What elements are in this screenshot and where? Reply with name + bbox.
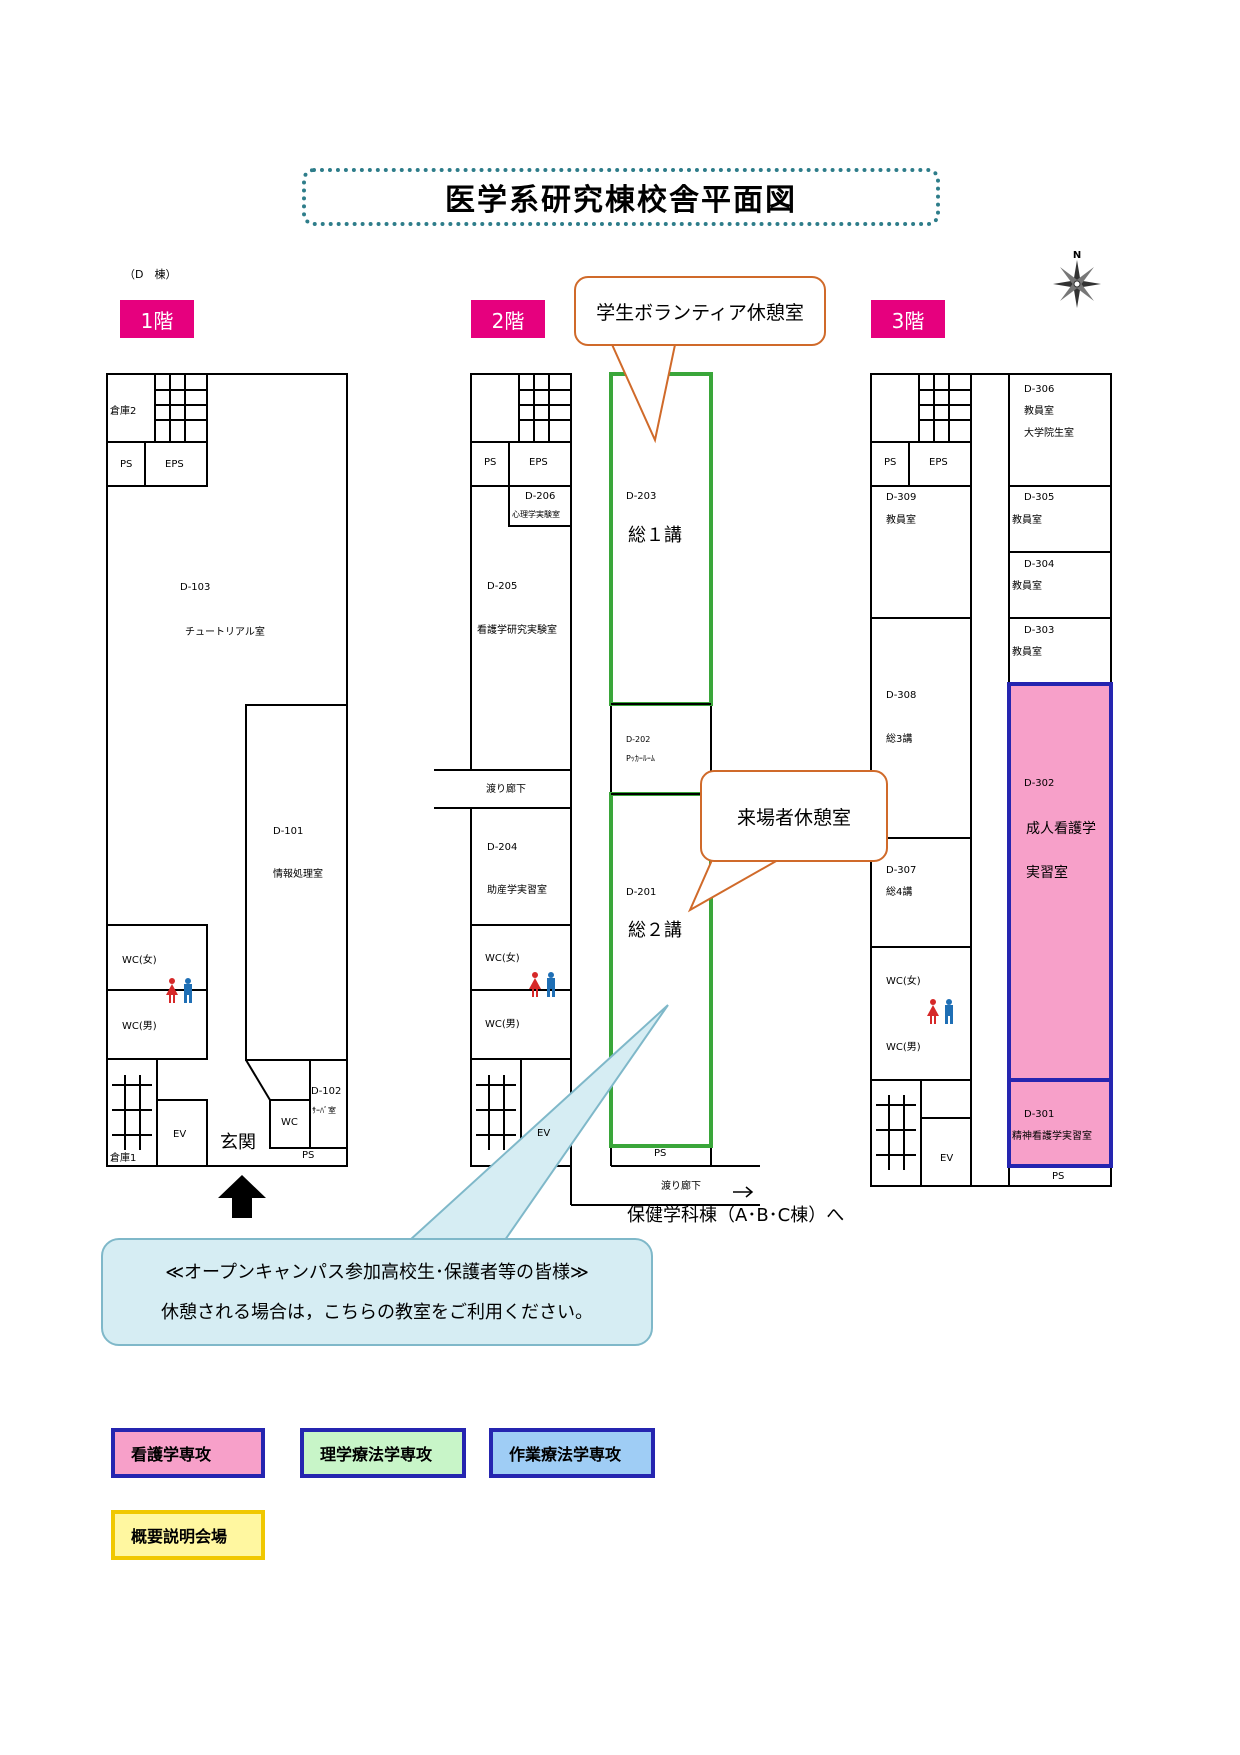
room-d205-name: 看護学研究実験室 bbox=[477, 625, 557, 636]
page-title: 医学系研究棟校舎平面図 bbox=[302, 168, 940, 226]
room-d206-name: 心理学実験室 bbox=[512, 510, 560, 519]
room-eps: EPS bbox=[529, 457, 548, 468]
legend-briefing-venue: 概要説明会場 bbox=[111, 1510, 265, 1560]
room-wc-male: WC(男) bbox=[122, 1021, 157, 1032]
restroom-icon bbox=[166, 978, 192, 1003]
room-d101-name: 情報処理室 bbox=[273, 869, 323, 880]
room-d204-name: 助産学実習室 bbox=[487, 885, 547, 896]
compass-rose-icon: N bbox=[1053, 250, 1101, 308]
legend-occupational-therapy: 作業療法学専攻 bbox=[489, 1428, 655, 1478]
room-ps-2: PS bbox=[302, 1150, 315, 1161]
room-d101-number: D-101 bbox=[273, 826, 304, 837]
room-d206-number: D-206 bbox=[525, 491, 556, 502]
corridor-label: 渡り廊下 bbox=[486, 784, 526, 795]
callout-visitor-lounge: 来場者休憩室 bbox=[700, 770, 888, 862]
room-wc-female: WC(女) bbox=[886, 976, 921, 987]
room-ps-2: PS bbox=[654, 1148, 667, 1159]
room-d203-number: D-203 bbox=[626, 491, 657, 502]
room-wc-male: WC(男) bbox=[485, 1019, 520, 1030]
room-d308-name: 総3講 bbox=[886, 734, 913, 745]
room-eps: EPS bbox=[165, 459, 184, 470]
room-d103-number: D-103 bbox=[180, 582, 211, 593]
room-d201-number: D-201 bbox=[626, 887, 657, 898]
room-d301-number: D-301 bbox=[1024, 1109, 1055, 1120]
room-d306-number: D-306 bbox=[1024, 384, 1055, 395]
room-wc: WC bbox=[281, 1117, 298, 1128]
info-line-1: ≪オープンキャンパス参加高校生･保護者等の皆様≫ bbox=[165, 1262, 589, 1283]
compass-north-label: N bbox=[1073, 250, 1081, 261]
room-d205-number: D-205 bbox=[487, 581, 518, 592]
room-d203-name: 総１講 bbox=[628, 525, 682, 546]
room-d305-number: D-305 bbox=[1024, 492, 1055, 503]
floor-tag-2: 2階 bbox=[471, 300, 545, 338]
room-d202-number: D-202 bbox=[626, 735, 651, 744]
room-d307-number: D-307 bbox=[886, 865, 917, 876]
room-wc-male: WC(男) bbox=[886, 1042, 921, 1053]
room-d303-number: D-303 bbox=[1024, 625, 1055, 636]
room-wc-female: WC(女) bbox=[485, 953, 520, 964]
room-d303-name: 教員室 bbox=[1012, 647, 1042, 658]
room-d204-number: D-204 bbox=[487, 842, 518, 853]
room-ps: PS bbox=[484, 457, 497, 468]
room-d304-number: D-304 bbox=[1024, 559, 1055, 570]
room-wc-female: WC(女) bbox=[122, 955, 157, 966]
room-d103-name: チュートリアル室 bbox=[185, 627, 265, 638]
room-d308-number: D-308 bbox=[886, 690, 917, 701]
corridor-label-2: 渡り廊下 bbox=[661, 1181, 701, 1192]
restroom-icon bbox=[529, 972, 555, 997]
info-line-2: 休憩される場合は，こちらの教室をご利用ください。 bbox=[161, 1302, 593, 1323]
room-ps: PS bbox=[884, 457, 897, 468]
room-d307-name: 総4講 bbox=[886, 887, 913, 898]
room-d309-name: 教員室 bbox=[886, 515, 916, 526]
room-ev: EV bbox=[173, 1129, 187, 1140]
entrance-label: 玄関 bbox=[220, 1132, 256, 1153]
room-d309-number: D-309 bbox=[886, 492, 917, 503]
room-ps: PS bbox=[120, 459, 133, 470]
floor-tag-3: 3階 bbox=[871, 300, 945, 338]
room-d102-name: ｻｰﾊﾞ室 bbox=[312, 1106, 336, 1115]
room-d306-name-1: 教員室 bbox=[1024, 406, 1054, 417]
legend-physical-therapy: 理学療法学専攻 bbox=[300, 1428, 466, 1478]
room-d306-name-2: 大学院生室 bbox=[1024, 428, 1074, 439]
room-d202-name: Pｯｶｰﾙｰﾑ bbox=[626, 754, 655, 763]
room-ev: EV bbox=[537, 1128, 551, 1139]
room-storage1: 倉庫1 bbox=[110, 1153, 137, 1164]
room-ev: EV bbox=[940, 1153, 954, 1164]
to-building-label: 保健学科棟（A･B･C棟）へ bbox=[627, 1205, 845, 1226]
room-storage2: 倉庫2 bbox=[110, 406, 137, 417]
info-notice: ≪オープンキャンパス参加高校生･保護者等の皆様≫ 休憩される場合は，こちらの教室… bbox=[101, 1238, 653, 1346]
room-d304-name: 教員室 bbox=[1012, 581, 1042, 592]
room-d201-name: 総２講 bbox=[628, 920, 682, 941]
building-note: （D 棟） bbox=[124, 268, 177, 281]
room-d102-number: D-102 bbox=[311, 1086, 342, 1097]
room-eps: EPS bbox=[929, 457, 948, 468]
room-d302-name-1: 成人看護学 bbox=[1026, 821, 1096, 837]
room-ps-2: PS bbox=[1052, 1171, 1065, 1182]
legend-nursing: 看護学専攻 bbox=[111, 1428, 265, 1478]
room-d305-name: 教員室 bbox=[1012, 515, 1042, 526]
floor-tag-1: 1階 bbox=[120, 300, 194, 338]
room-d302-name-2: 実習室 bbox=[1026, 865, 1068, 881]
restroom-icon bbox=[927, 999, 953, 1024]
callout-volunteer-lounge: 学生ボランティア休憩室 bbox=[574, 276, 826, 346]
room-d301-name: 精神看護学実習室 bbox=[1012, 1131, 1092, 1142]
room-d302-number: D-302 bbox=[1024, 778, 1055, 789]
